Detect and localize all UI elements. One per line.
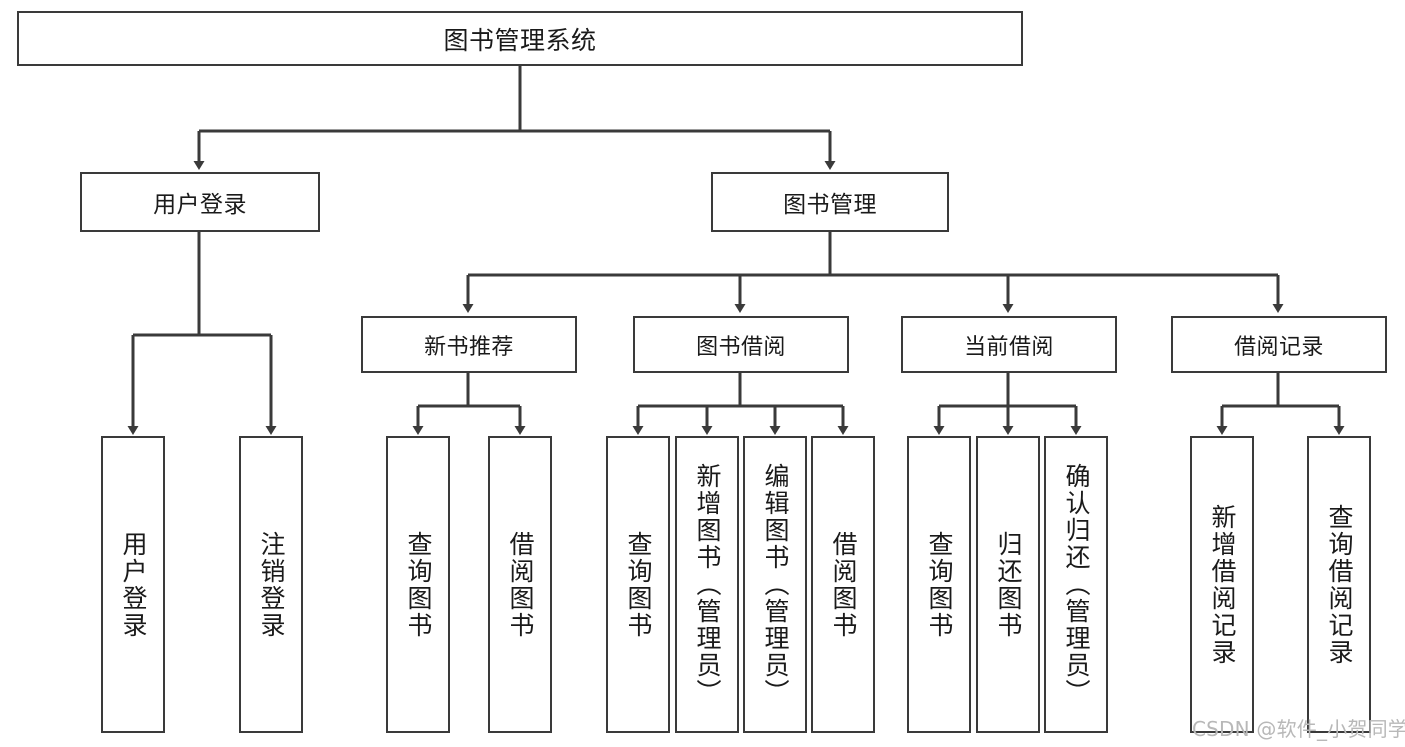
node-label: 借阅图书	[506, 530, 535, 639]
node-label: 新书推荐	[424, 334, 514, 360]
leaf-borrow-borrow-book[interactable]: 借阅图书	[811, 436, 875, 733]
node-book-borrow[interactable]: 图书借阅	[633, 316, 849, 373]
leaf-recommend-borrow-book[interactable]: 借阅图书	[488, 436, 552, 733]
node-root-book-management-system[interactable]: 图书管理系统	[17, 11, 1023, 66]
leaf-borrow-edit-book-admin[interactable]: 编辑图书（管理员）	[743, 436, 807, 733]
node-user-login[interactable]: 用户登录	[80, 172, 320, 232]
node-label: 新增借阅记录	[1208, 503, 1237, 666]
node-label: 借阅图书	[829, 530, 858, 639]
leaf-records-add-record[interactable]: 新增借阅记录	[1190, 436, 1254, 733]
node-label: 图书管理系统	[443, 25, 597, 55]
leaf-recommend-query-book[interactable]: 查询图书	[386, 436, 450, 733]
node-book-management[interactable]: 图书管理	[711, 172, 949, 232]
leaf-records-query-record[interactable]: 查询借阅记录	[1307, 436, 1371, 733]
node-label: 图书管理	[783, 192, 877, 218]
node-label: 当前借阅	[964, 334, 1054, 360]
node-label: 新增图书（管理员）	[693, 463, 722, 706]
node-label: 编辑图书（管理员）	[761, 463, 790, 706]
node-label: 确认归还（管理员）	[1062, 463, 1091, 706]
watermark: CSDN @软件_小贺同学	[1192, 717, 1405, 741]
leaf-current-confirm-return-admin[interactable]: 确认归还（管理员）	[1044, 436, 1108, 733]
leaf-user-login-logout[interactable]: 注销登录	[239, 436, 303, 733]
node-borrow-records[interactable]: 借阅记录	[1171, 316, 1387, 373]
node-label: 注销登录	[257, 530, 286, 639]
leaf-current-return-book[interactable]: 归还图书	[976, 436, 1040, 733]
node-new-book-recommend[interactable]: 新书推荐	[361, 316, 577, 373]
node-label: 归还图书	[994, 530, 1023, 639]
leaf-user-login-login[interactable]: 用户登录	[101, 436, 165, 733]
leaf-borrow-add-book-admin[interactable]: 新增图书（管理员）	[675, 436, 739, 733]
node-current-borrow[interactable]: 当前借阅	[901, 316, 1117, 373]
leaf-current-query-book[interactable]: 查询图书	[907, 436, 971, 733]
node-label: 借阅记录	[1234, 334, 1324, 360]
node-label: 查询借阅记录	[1325, 503, 1354, 666]
node-label: 用户登录	[119, 530, 148, 639]
node-label: 图书借阅	[696, 334, 786, 360]
node-label: 查询图书	[404, 530, 433, 639]
leaf-borrow-query-book[interactable]: 查询图书	[606, 436, 670, 733]
node-label: 查询图书	[624, 530, 653, 639]
node-label: 用户登录	[153, 192, 247, 218]
node-label: 查询图书	[925, 530, 954, 639]
